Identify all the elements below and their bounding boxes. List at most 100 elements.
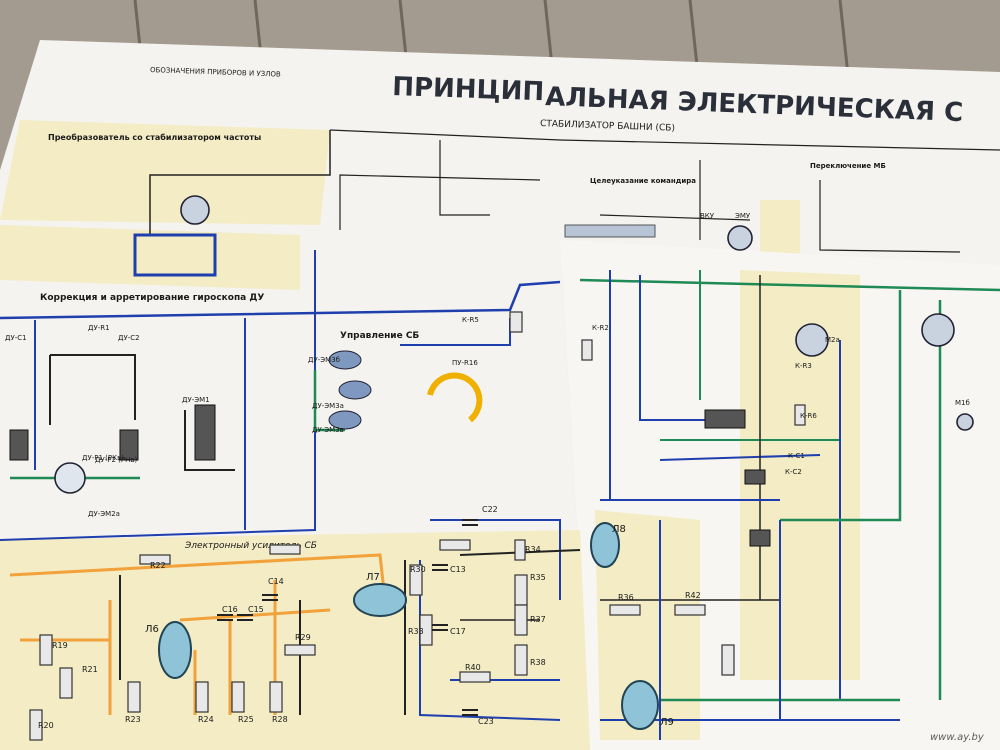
relay-1 [119, 429, 139, 461]
label-misc-15: К-С1 [788, 452, 805, 460]
wire-blue-down [0, 250, 316, 541]
label-misc-19: М1б [955, 399, 970, 407]
label-r35: R35 [530, 573, 546, 582]
coil-sb-0 [328, 350, 362, 370]
wire-blue-bus [0, 280, 561, 320]
wood-seam [838, 0, 850, 76]
motor-emu [727, 225, 753, 251]
motor-pd [180, 195, 210, 225]
circuit-components [9, 195, 974, 741]
label-c17: C17 [450, 627, 466, 636]
resistor-10 [514, 604, 528, 636]
label-r29: R29 [295, 633, 311, 642]
label-tube-3: Л9 [660, 717, 674, 728]
label-misc-6: ДУ-ЭМ2а [88, 510, 120, 518]
section-target: Целеуказание командира [590, 177, 696, 185]
wire-green-right-top [579, 278, 1000, 292]
relay-2 [194, 404, 216, 461]
section-switch-mb: Переключение МБ [810, 162, 886, 170]
label-c15: C15 [248, 605, 264, 614]
wire-blue-amp2 [419, 560, 561, 721]
motor-m1b [956, 413, 974, 431]
relay-3 [704, 409, 746, 429]
resistor-22 [439, 539, 471, 551]
commander-sight [564, 224, 656, 238]
wire-green-right-4 [780, 290, 902, 522]
resistor-5 [284, 644, 316, 656]
gyro-motor [54, 462, 86, 494]
wire-top-5 [599, 214, 751, 221]
label-misc-20: М2а [825, 336, 840, 344]
transformer [133, 233, 217, 277]
label-misc-2: ДУ-R1 [88, 324, 110, 332]
label-r21: R21 [82, 665, 98, 674]
section-converter: Преобразователь со стабилизатором частот… [48, 132, 261, 142]
resistor-8 [514, 539, 526, 561]
label-misc-11: К-R5 [462, 316, 479, 324]
resistor-9 [514, 574, 528, 606]
wire-orange-4 [179, 608, 331, 622]
wire-top-1 [149, 130, 331, 235]
label-c13: C13 [450, 565, 466, 574]
resistor-19 [581, 339, 593, 361]
tube-l9 [621, 680, 659, 730]
wire-top-2 [329, 129, 1000, 151]
label-r33: R33 [408, 627, 424, 636]
label-misc-14: К-R2 [592, 324, 609, 332]
label-misc-0: ДУ-С1 [5, 334, 27, 342]
tube-l7 [353, 583, 407, 617]
label-r20: R20 [38, 721, 54, 730]
label-r24: R24 [198, 715, 214, 724]
section-correction: Коррекция и арретирование гироскопа ДУ [40, 293, 264, 303]
resistor-6 [409, 564, 423, 596]
resistor-23 [269, 544, 301, 555]
label-c14: C14 [268, 577, 284, 586]
poster-subtitle: СТАБИЛИЗАТОР БАШНИ (СБ) [540, 119, 675, 134]
yellow-zone-amplifier [0, 530, 590, 750]
label-misc-18: ВКУ [700, 212, 715, 220]
resistor-12 [459, 671, 491, 683]
section-amplifier: Электронный усилитель СБ [184, 541, 317, 551]
label-r40: R40 [465, 663, 481, 672]
yellow-zone-right-column [740, 270, 860, 680]
label-misc-9: ДУ-ЭМ3в [312, 426, 344, 434]
coil-sb-2 [328, 410, 362, 430]
label-misc-7: ДУ-ЭМ3б [308, 356, 340, 364]
label-misc-13: К-R3 [795, 362, 812, 370]
tube-l8 [590, 522, 620, 568]
motor-m1a [921, 313, 955, 347]
wire-blue-right-2 [639, 275, 720, 421]
wire-blue-right-3 [659, 454, 821, 461]
wire-top-7 [819, 180, 961, 253]
circuit-wires [0, 129, 1000, 740]
label-r30: R30 [410, 565, 426, 574]
label-misc-5: ДУ-ЭМ1 [182, 396, 210, 404]
watermark: www.ay.by [930, 732, 985, 743]
potentiometer-arc [427, 372, 483, 423]
label-misc-17: ЭМУ [735, 212, 751, 220]
resistor-3 [231, 681, 245, 713]
resistor-11 [514, 644, 528, 676]
label-r19: R19 [52, 641, 68, 650]
label-tube-1: Л7 [366, 572, 380, 583]
label-tube-2: Л8 [612, 524, 626, 535]
label-misc-4: ДУ-Р2 (РНв) [95, 456, 138, 464]
resistor-14 [674, 604, 706, 616]
resistor-2 [195, 681, 209, 713]
resistor-18 [509, 311, 523, 333]
poster-title-left: ПРИНЦИП [392, 72, 545, 107]
tube-l6 [158, 621, 192, 679]
wire-corr-1 [50, 354, 136, 420]
label-r42: R42 [685, 591, 701, 600]
label-r34: R34 [525, 545, 541, 554]
label-c16: C16 [222, 605, 238, 614]
label-misc-1: ДУ-С2 [118, 334, 140, 342]
relay-0 [9, 429, 29, 461]
wire-top-3 [339, 174, 541, 230]
label-r25: R25 [238, 715, 254, 724]
label-r37: R37 [530, 615, 546, 624]
resistor-20 [794, 404, 806, 426]
resistor-16 [29, 709, 43, 741]
resistor-15 [39, 634, 53, 666]
